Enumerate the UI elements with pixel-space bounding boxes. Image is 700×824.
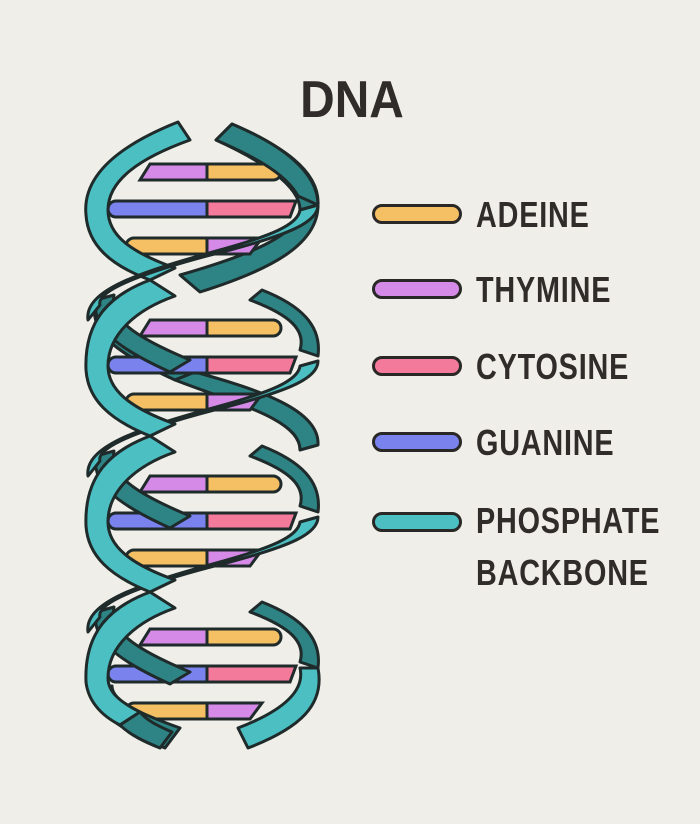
helix-turn-4 — [106, 627, 299, 721]
page-title: DNA — [300, 71, 404, 129]
legend-label-line1: PHOSPHATE — [476, 500, 661, 541]
legend-label: THYMINE — [476, 269, 612, 310]
legend-label-line2: BACKBONE — [476, 552, 649, 593]
thymine-swatch-icon — [372, 279, 462, 299]
guanine-swatch-icon — [372, 432, 462, 452]
legend-label: CYTOSINE — [476, 346, 630, 387]
adenine-swatch-icon — [372, 204, 462, 224]
backbone-swatch-icon — [372, 512, 462, 532]
legend-label: GUANINE — [476, 422, 615, 463]
backbone-front-strand — [84, 120, 321, 750]
backbone-bottom-caps — [118, 710, 174, 750]
cytosine-swatch-icon — [372, 356, 462, 376]
legend-label: ADEINE — [476, 194, 590, 235]
